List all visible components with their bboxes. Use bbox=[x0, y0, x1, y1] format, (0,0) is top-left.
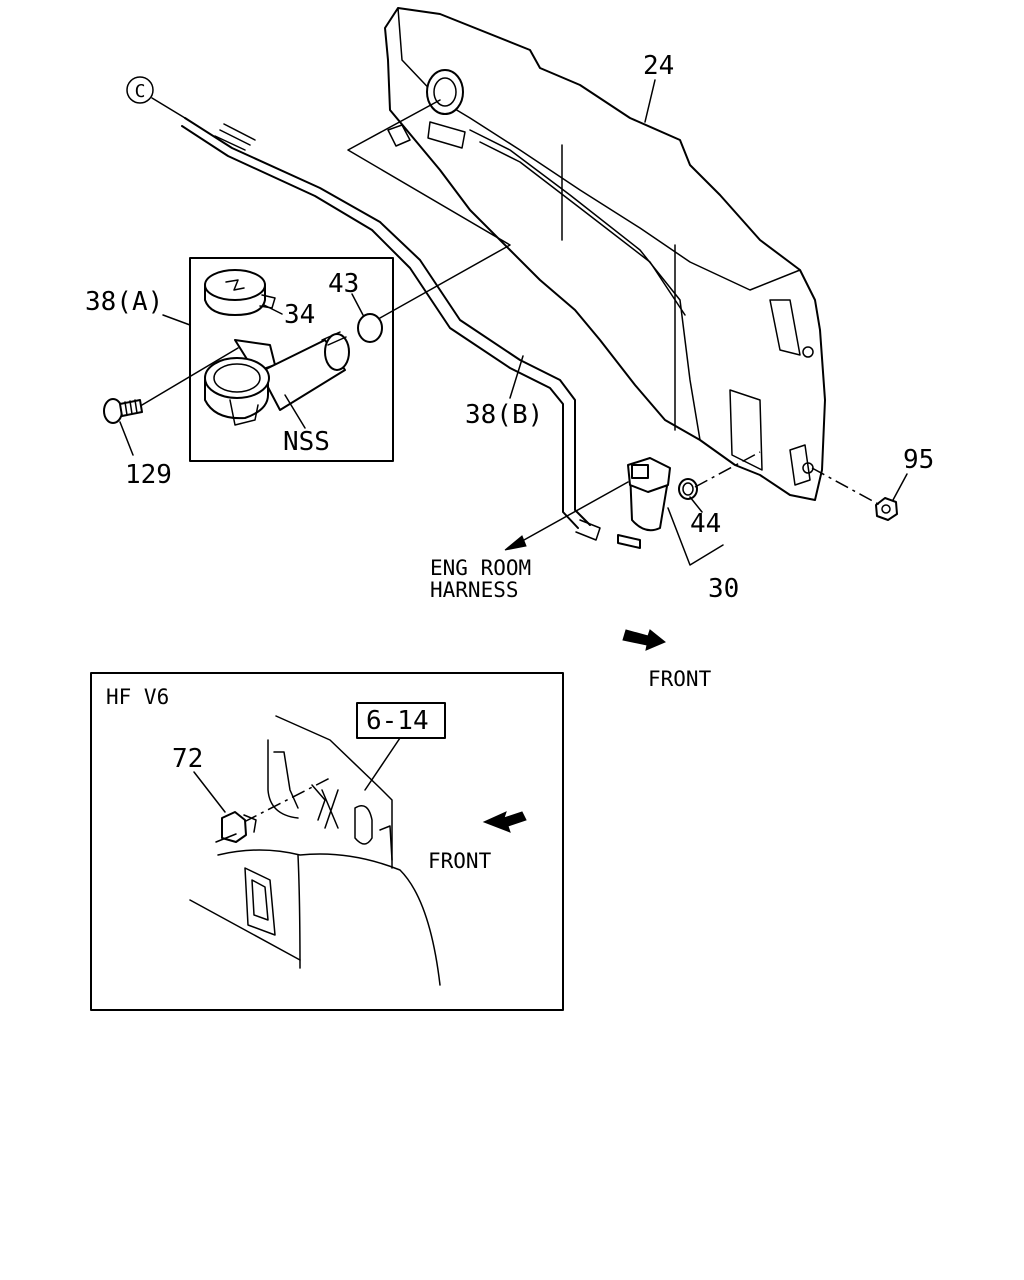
washer-pump-30 bbox=[617, 457, 671, 549]
callout-34: 34 bbox=[284, 300, 315, 330]
front-label: FRONT bbox=[648, 667, 712, 691]
reference-marker-c: C bbox=[126, 76, 186, 119]
harness-label-line1: ENG ROOM bbox=[430, 556, 531, 580]
grommet-44 bbox=[678, 478, 698, 500]
callout-nss: NSS bbox=[283, 427, 330, 457]
callout-43: 43 bbox=[328, 269, 359, 299]
washer-tank bbox=[384, 7, 826, 501]
harness-label-line2: HARNESS bbox=[430, 578, 519, 602]
pump-centerline bbox=[694, 451, 761, 488]
callout-30: 30 bbox=[708, 574, 739, 604]
inset-front-label: FRONT bbox=[428, 849, 492, 873]
filler-cap-34 bbox=[204, 269, 276, 316]
o-ring-43 bbox=[357, 313, 383, 343]
inset-title: HF V6 bbox=[106, 685, 169, 709]
callout-129: 129 bbox=[125, 460, 172, 490]
routing-leader-line bbox=[347, 99, 511, 319]
callout-72: 72 bbox=[172, 744, 203, 774]
reference-box-6-14 bbox=[356, 702, 446, 739]
reference-box-label: 6-14 bbox=[366, 706, 429, 736]
front-arrow-icon bbox=[622, 629, 666, 651]
callout-44: 44 bbox=[690, 509, 721, 539]
filler-neck-nss bbox=[204, 331, 350, 426]
callout-38b: 38(B) bbox=[465, 400, 543, 430]
harness-arrow bbox=[504, 481, 629, 551]
inset-hf-v6: HF V6 72 6-14 FRONT bbox=[90, 672, 564, 1011]
inset-front-arrow-icon bbox=[482, 811, 527, 833]
reference-marker-c-label: C bbox=[135, 81, 146, 102]
callout-24: 24 bbox=[643, 51, 674, 81]
hose-38b bbox=[181, 117, 601, 541]
nut-95 bbox=[875, 497, 898, 521]
parts-box-38a bbox=[189, 257, 394, 462]
callout-38a: 38(A) bbox=[85, 287, 163, 317]
nut-95-centerline bbox=[811, 467, 881, 506]
leader-lines bbox=[119, 79, 908, 566]
screw-129 bbox=[103, 347, 239, 424]
callout-95: 95 bbox=[903, 445, 934, 475]
